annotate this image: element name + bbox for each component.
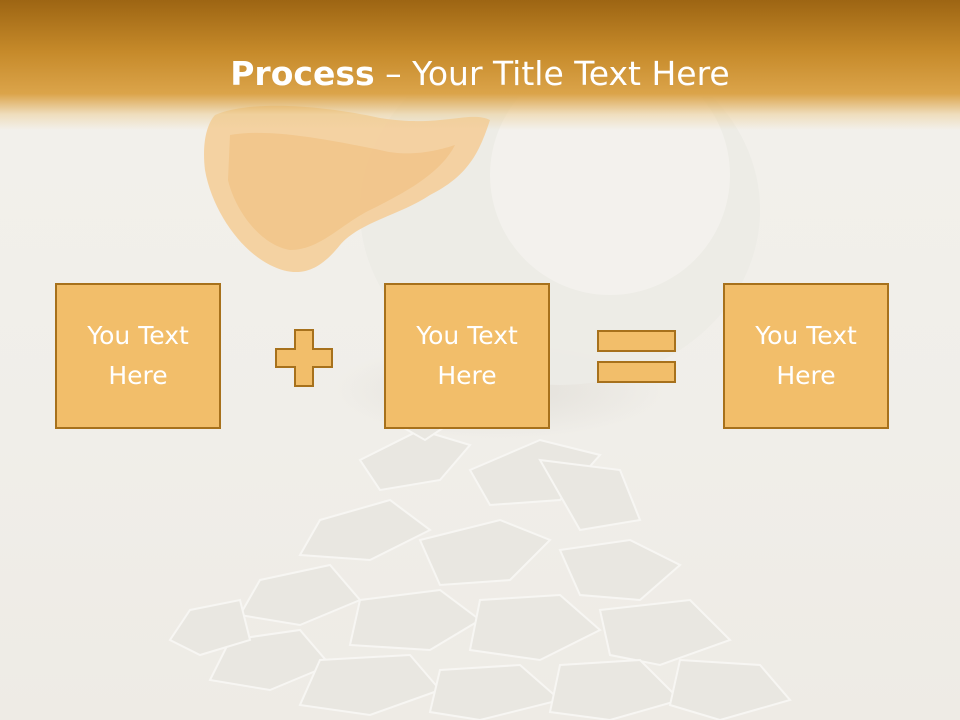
process-box-3-text: You Text Here xyxy=(755,321,857,390)
title-bold: Process xyxy=(230,54,375,93)
title-bar xyxy=(0,0,960,130)
process-box-1[interactable]: You Text Here xyxy=(55,283,221,429)
process-box-2[interactable]: You Text Here xyxy=(384,283,550,429)
process-box-3[interactable]: You Text Here xyxy=(723,283,889,429)
process-box-2-text: You Text Here xyxy=(416,321,518,390)
equals-icon[interactable] xyxy=(597,330,677,384)
slide-title[interactable]: Process – Your Title Text Here xyxy=(0,52,960,96)
title-rest: – Your Title Text Here xyxy=(374,54,730,93)
plus-icon[interactable] xyxy=(274,328,334,388)
process-box-1-text: You Text Here xyxy=(87,321,189,390)
